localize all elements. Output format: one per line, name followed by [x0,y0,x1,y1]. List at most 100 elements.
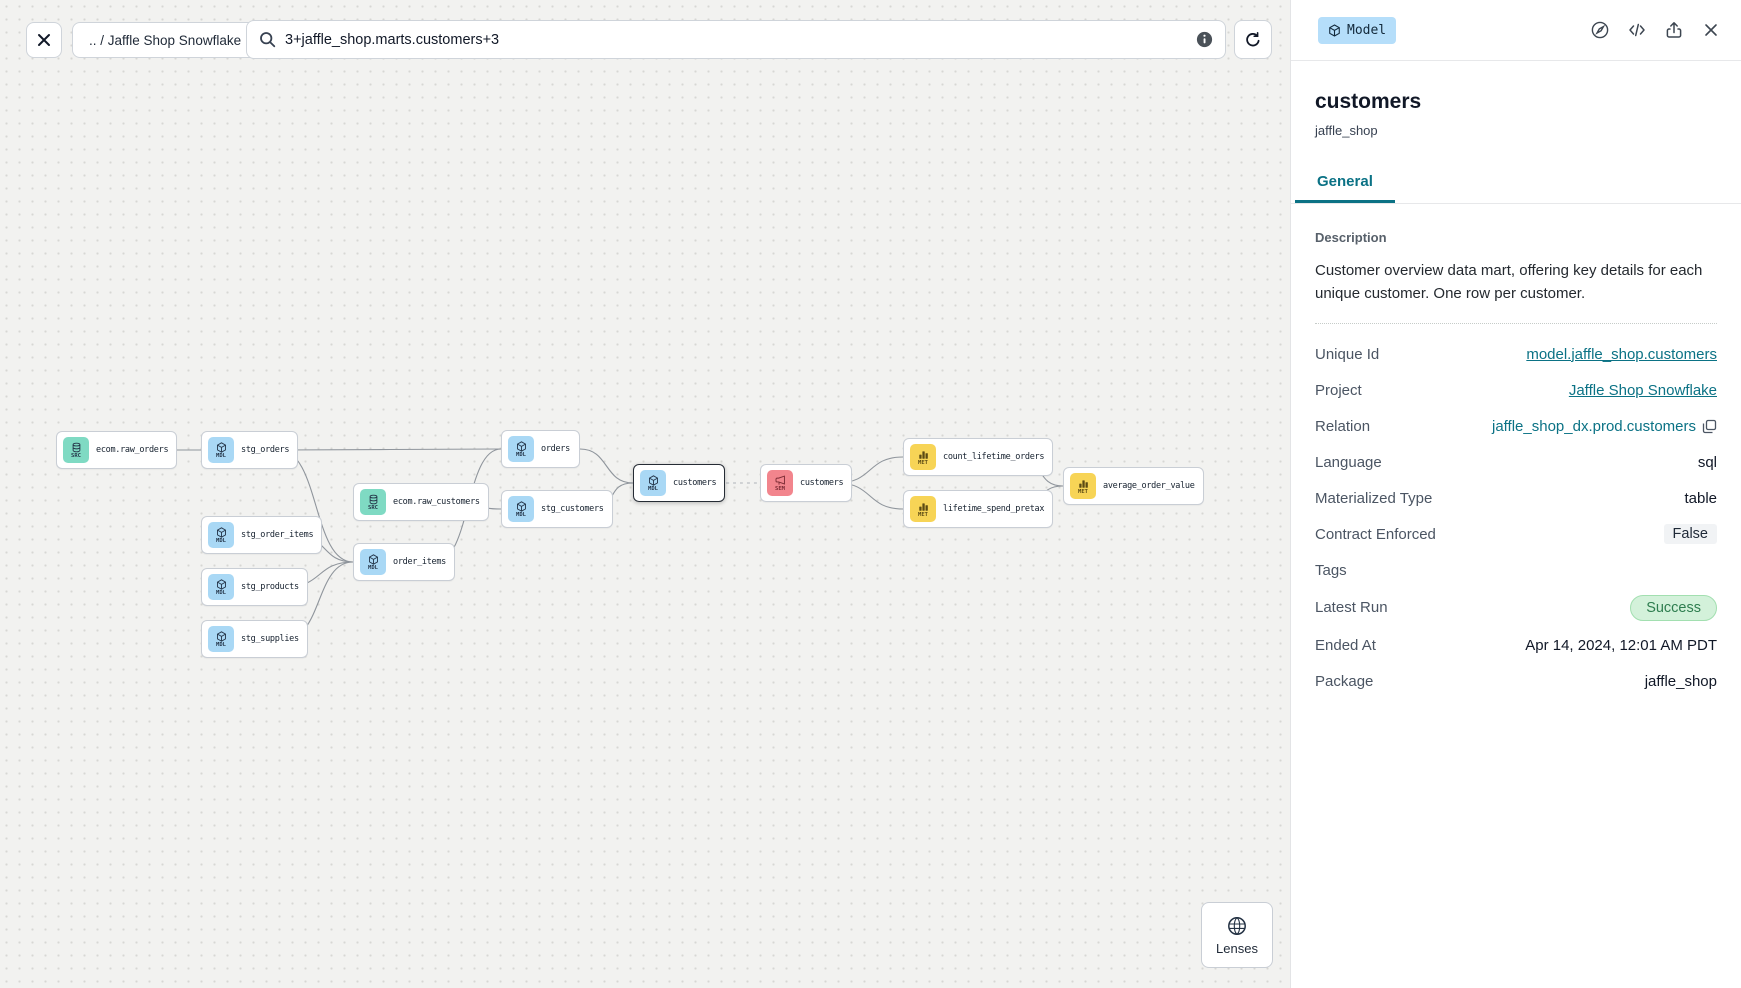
node-label: order_items [393,557,446,567]
lens-globe-icon [1228,916,1246,935]
graph-node-stg_order_items[interactable]: MDL stg_order_items [201,516,323,554]
close-icon [38,34,50,46]
edge-stg_orders-to-orders [278,448,502,451]
close-graph-button[interactable] [26,22,62,58]
graph-node-stg_orders[interactable]: MDL stg_orders [201,431,299,469]
cube-icon: MDL [208,522,234,548]
edge-orders-to-customers_model [579,448,634,484]
relation-value: jaffle_shop_dx.prod.customers [1491,417,1696,435]
description-text: Customer overview data mart, offering ke… [1315,262,1703,303]
field-label: Project [1315,381,1362,399]
badge-label: Model [1347,22,1387,38]
field-row-project: Project Jaffle Shop Snowflake [1315,379,1717,402]
cube-icon: MDL [508,436,534,462]
field-link[interactable]: model.jaffle_shop.customers [1526,345,1717,363]
node-label: ecom.raw_customers [393,497,480,507]
field-row-package: Package jaffle_shop [1315,670,1717,693]
tab-general[interactable]: General [1295,165,1395,203]
node-label: stg_order_items [241,530,314,540]
share-icon[interactable] [1664,20,1684,40]
field-label: Language [1315,453,1382,471]
field-label: Package [1315,672,1374,690]
graph-node-average_order_value[interactable]: MET average_order_value [1063,467,1204,505]
database-icon: SRC [360,489,386,515]
node-label: lifetime_spend_pretax [943,504,1045,514]
field-value: jaffle_shop_dx.prod.customers [1492,418,1717,435]
field-value: Jaffle Shop Snowflake [1569,382,1717,399]
graph-node-stg_supplies[interactable]: MDL stg_supplies [201,620,308,658]
lenses-button[interactable]: Lenses [1201,902,1273,968]
field-row-ended-at: Ended At Apr 14, 2024, 12:01 AM PDT [1315,634,1717,657]
cube-icon: MDL [208,437,234,463]
bar-chart-icon: MET [910,444,936,470]
field-row-relation: Relation jaffle_shop_dx.prod.customers [1315,415,1717,438]
explore-compass-icon[interactable] [1590,20,1610,40]
graph-node-ecom_raw_customers[interactable]: SRC ecom.raw_customers [353,483,489,521]
description-label: Description [1315,230,1387,245]
field-label: Contract Enforced [1315,525,1436,543]
field-value: jaffle_shop [1644,672,1717,690]
info-icon[interactable] [1196,31,1213,48]
status-badge: Success [1630,594,1717,621]
field-link[interactable]: Jaffle Shop Snowflake [1568,381,1717,399]
cube-icon: MDL [508,496,534,522]
field-row-tags: Tags [1315,559,1717,582]
field-row-contract-enforced: Contract Enforced False [1315,523,1717,546]
resource-type-badge: Model [1318,16,1397,44]
cube-icon: MDL [360,549,386,575]
field-value: model.jaffle_shop.customers [1526,346,1717,363]
node-label: stg_supplies [241,634,299,644]
field-value: table [1684,489,1717,507]
node-label: stg_orders [241,445,290,455]
field-row-latest-run: Latest Run Success [1315,594,1717,621]
field-value: False [1663,524,1717,544]
cube-icon: MDL [640,470,666,496]
refresh-button[interactable] [1234,20,1272,59]
field-row-materialized-type: Materialized Type table [1315,487,1717,510]
breadcrumb[interactable]: .. / Jaffle Shop Snowflake [72,22,259,58]
graph-node-customers_sem[interactable]: SEM customers [760,464,853,502]
bar-chart-icon: MET [910,496,936,522]
graph-node-order_items[interactable]: MDL order_items [353,543,455,581]
lenses-label: Lenses [1216,940,1258,956]
panel-tabs: General [1291,165,1741,204]
value-chip: False [1663,524,1717,544]
search-bar[interactable] [246,20,1226,59]
node-label: customers [800,478,844,488]
graph-node-count_lifetime_orders[interactable]: MET count_lifetime_orders [903,438,1054,476]
dotted-divider [1315,322,1717,324]
node-label: stg_customers [541,504,604,514]
panel-body: customers jaffle_shop General Descriptio… [1291,90,1741,693]
field-label: Relation [1315,417,1371,435]
graph-node-stg_customers[interactable]: MDL stg_customers [501,490,613,528]
field-label: Ended At [1315,636,1376,654]
search-icon [260,32,276,48]
search-input[interactable] [285,31,1187,48]
node-label: ecom.raw_orders [96,445,169,455]
bar-chart-icon: MET [1070,473,1096,499]
general-section: Description Customer overview data mart,… [1291,204,1741,693]
copy-icon[interactable] [1702,419,1717,434]
cube-icon [1329,23,1340,37]
breadcrumb-label: .. / Jaffle Shop Snowflake [89,32,242,48]
field-label: Materialized Type [1315,489,1433,507]
node-label: average_order_value [1103,481,1195,491]
megaphone-icon: SEM [767,470,793,496]
close-panel-icon[interactable] [1701,20,1721,40]
cube-icon: MDL [208,626,234,652]
cube-icon: MDL [208,574,234,600]
node-label: count_lifetime_orders [943,452,1045,462]
code-icon[interactable] [1627,20,1647,40]
field-value: Success [1630,594,1717,621]
field-label: Latest Run [1315,599,1388,616]
field-value: Apr 14, 2024, 12:01 AM PDT [1525,636,1717,654]
refresh-icon [1246,31,1260,46]
graph-node-lifetime_spend_pretax[interactable]: MET lifetime_spend_pretax [903,490,1054,528]
